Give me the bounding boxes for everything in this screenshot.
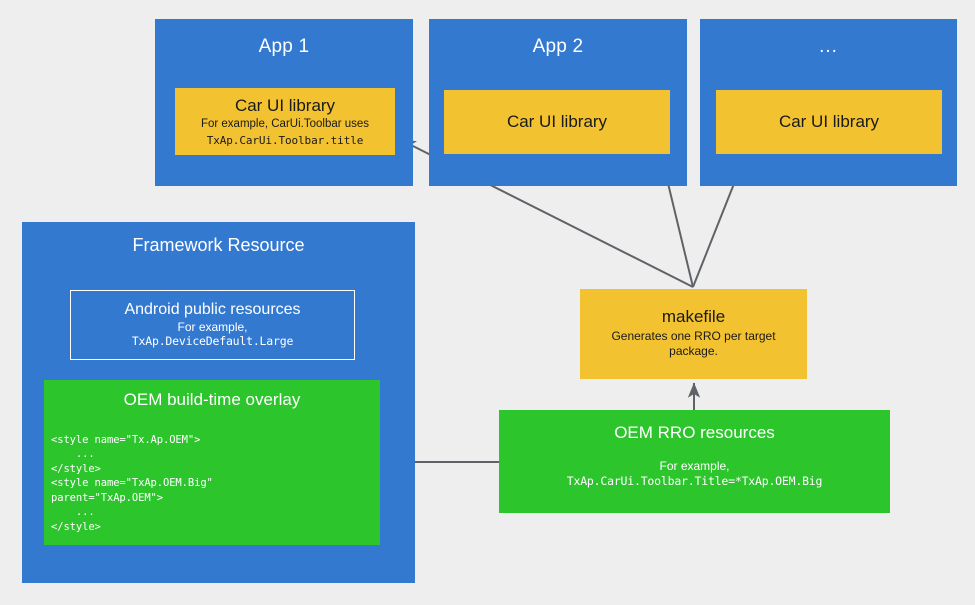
oem-build-time-overlay-code: <style name="Tx.Ap.OEM"> ... </style> <s…: [51, 433, 213, 533]
app-title: App 1: [258, 36, 310, 57]
car-ui-library-subtitle: For example, CarUi.Toolbar uses: [200, 118, 370, 131]
car-ui-library-more: Car UI library: [716, 90, 942, 154]
car-ui-library-title: Car UI library: [778, 112, 880, 132]
framework-resource-title: Framework Resource: [132, 235, 305, 255]
makefile-title: makefile: [661, 307, 726, 327]
oem-rro-resources-subtitle: For example,: [659, 458, 730, 473]
android-public-resources-box: Android public resources For example, Tx…: [70, 290, 355, 360]
oem-rro-resources-code: TxAp.CarUi.Toolbar.Title=*TxAp.OEM.Big: [566, 474, 823, 489]
oem-rro-resources-box: OEM RRO resources For example, TxAp.CarU…: [499, 410, 890, 513]
makefile-subtitle: Generates one RRO per target package.: [611, 328, 776, 359]
app-title: ...: [819, 36, 838, 57]
app-title: App 2: [532, 36, 584, 57]
oem-build-time-overlay-box: OEM build-time overlay <style name="Tx.A…: [44, 380, 380, 545]
car-ui-library-title: Car UI library: [506, 112, 608, 132]
android-public-resources-title: Android public resources: [124, 300, 301, 318]
makefile-box: makefile Generates one RRO per target pa…: [580, 289, 807, 379]
car-ui-library-code: TxAp.CarUi.Toolbar.title: [206, 133, 364, 147]
car-ui-library-title: Car UI library: [234, 95, 336, 115]
car-ui-library-app2: Car UI library: [444, 90, 670, 154]
android-public-resources-code: TxAp.DeviceDefault.Large: [131, 334, 294, 349]
oem-build-time-overlay-title: OEM build-time overlay: [123, 390, 301, 409]
car-ui-library-app1: Car UI library For example, CarUi.Toolba…: [175, 88, 395, 155]
oem-rro-resources-title: OEM RRO resources: [614, 423, 775, 442]
android-public-resources-subtitle: For example,: [177, 320, 248, 335]
